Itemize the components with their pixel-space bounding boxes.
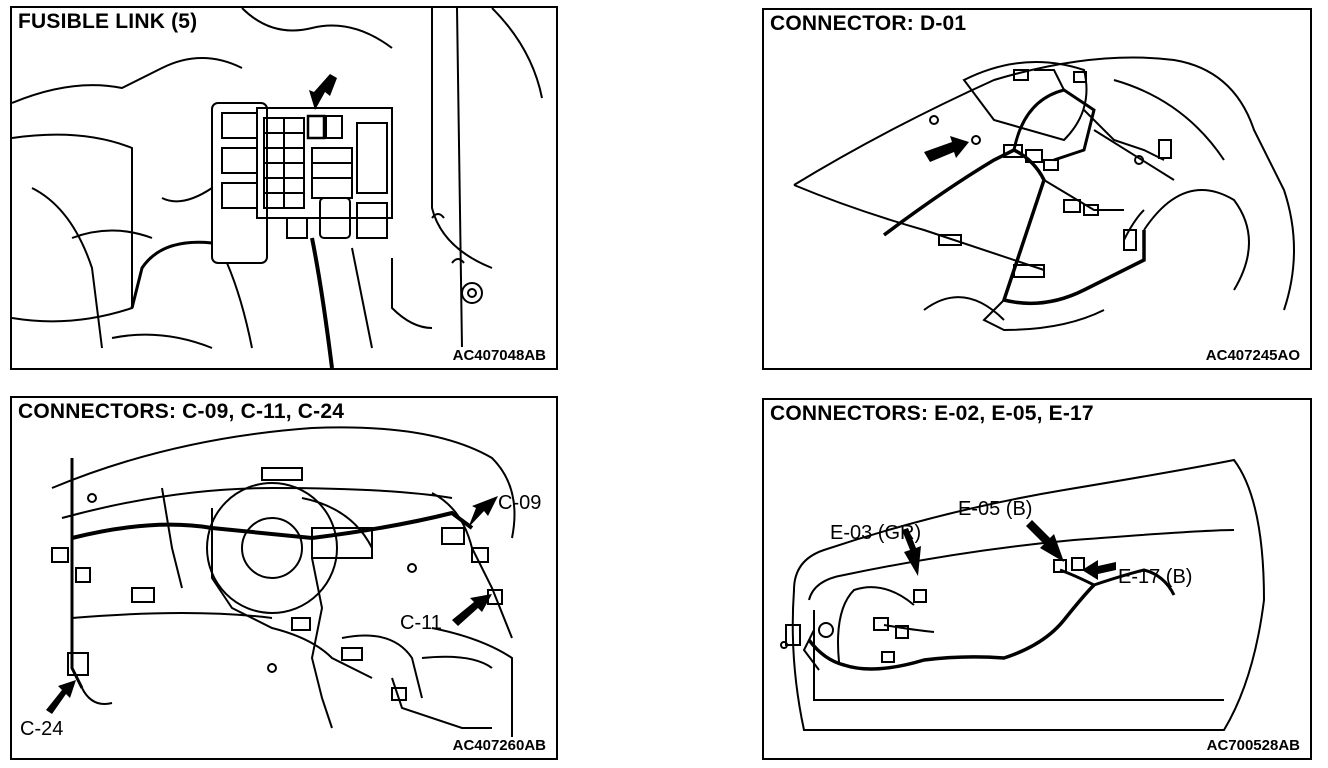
callout-label-c11: C-11 (400, 612, 442, 634)
panel-connectors-e: CONNECTORS: E-02, E-05, E-17 E-03 (GR) E… (762, 398, 1312, 760)
panel-fusible-link: FUSIBLE LINK (5) AC407048AB (10, 6, 558, 370)
illustration-reference-code: AC407245AO (1203, 347, 1302, 364)
illustration-reference-code: AC407048AB (450, 347, 548, 364)
callout-label-e17: E-17 (B) (1118, 566, 1193, 588)
connectors-e-illustration (780, 458, 1266, 731)
fusible-link-illustration (12, 8, 543, 368)
panel-connectors-c: CONNECTORS: C-09, C-11, C-24 C-09 C-11 C… (10, 396, 558, 760)
connectors-c-illustration (46, 426, 516, 738)
callout-label-c09: C-09 (498, 492, 542, 514)
panel-title: FUSIBLE LINK (5) (18, 10, 202, 34)
illustration-reference-code: AC407260AB (450, 737, 548, 754)
panel-title: CONNECTOR: D-01 (770, 12, 971, 36)
callout-label-c24: C-24 (20, 718, 64, 740)
connector-d01-illustration (793, 56, 1295, 332)
callout-label-e03: E-03 (GR) (830, 522, 922, 544)
illustration-reference-code: AC700528AB (1204, 737, 1302, 754)
callout-label-e05: E-05 (B) (958, 498, 1033, 520)
panel-title: CONNECTORS: E-02, E-05, E-17 (770, 402, 1098, 426)
panel-connector-d01: CONNECTOR: D-01 AC407245AO (762, 8, 1312, 370)
panel-title: CONNECTORS: C-09, C-11, C-24 (18, 400, 349, 424)
